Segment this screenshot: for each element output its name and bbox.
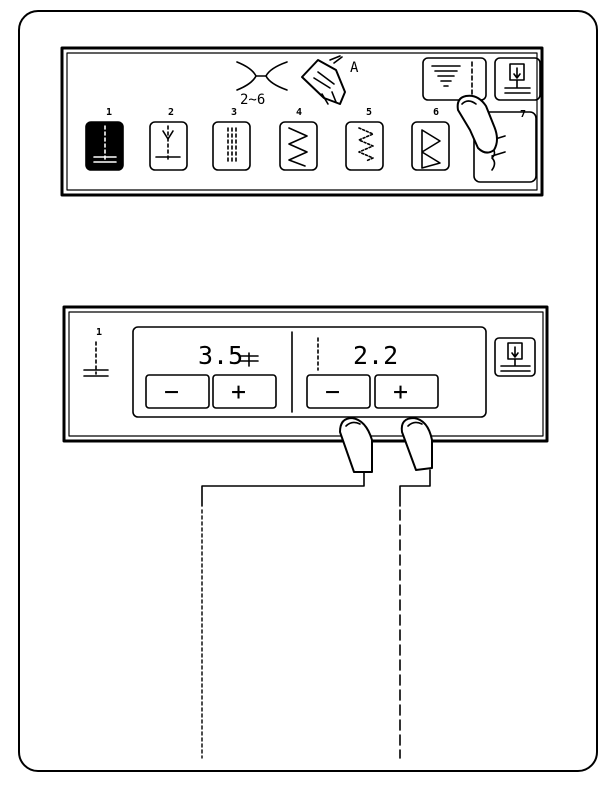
stitch-length-width-key[interactable] — [423, 58, 486, 100]
stitch-number-3: 3 — [231, 107, 237, 118]
length-minus-label: − — [325, 377, 340, 406]
pointing-finger-minus — [340, 418, 372, 472]
thread-tension-icon — [237, 62, 287, 90]
stitch-number-4: 4 — [296, 107, 302, 118]
length-plus-button[interactable]: + — [375, 375, 438, 408]
width-minus-button[interactable]: − — [146, 375, 209, 408]
adjustment-frame — [133, 327, 486, 417]
lock-stitch-icon — [156, 126, 180, 160]
needle-up-down-key[interactable] — [495, 58, 540, 100]
width-plus-label: + — [231, 377, 246, 406]
needle-up-down-key-bottom[interactable] — [495, 338, 535, 376]
zigzag-stitch-icon — [289, 128, 307, 166]
stitch-number-6: 6 — [433, 107, 439, 118]
stitch-button-5[interactable]: 5 — [346, 107, 383, 170]
selected-stitch-number: 1 — [96, 327, 102, 338]
width-plus-button[interactable]: + — [213, 375, 276, 408]
pointing-finger-plus — [402, 418, 432, 470]
leader-line-shorter-stitch — [202, 472, 364, 506]
selected-straight-stitch-icon — [84, 342, 108, 376]
stitch-number-1: 1 — [106, 107, 112, 118]
stitch-number-5: 5 — [366, 107, 372, 118]
needle-up-down-key-icon — [505, 64, 530, 93]
stitch-button-1[interactable]: 1 — [86, 107, 123, 170]
width-minus-label: − — [164, 377, 179, 406]
triple-zigzag-stitch-icon — [422, 130, 440, 168]
presser-foot-icon — [302, 56, 345, 104]
stitch-button-2[interactable]: 2 — [150, 107, 187, 170]
stitch-length-width-key-icon — [432, 62, 472, 98]
stitch-button-6[interactable]: 6 — [412, 107, 449, 170]
stitch-width-value: 3.5 — [198, 341, 243, 370]
stitch-number-2: 2 — [168, 107, 174, 118]
stitch-button-3[interactable]: 3 — [213, 107, 250, 170]
stitch-button-4[interactable]: 4 — [280, 107, 317, 170]
multi-zigzag-stitch-icon — [359, 128, 373, 161]
triple-straight-stitch-icon — [228, 128, 236, 164]
pointing-finger-top — [458, 96, 497, 153]
stitch-number-7: 7 — [520, 109, 526, 120]
stitch-length-value: 2.2 — [353, 341, 398, 370]
needle-up-down-icon — [501, 343, 530, 371]
leader-line-longer-stitch — [400, 470, 430, 506]
thread-tension-range: 2~6 — [240, 92, 265, 108]
length-minus-button[interactable]: − — [307, 375, 370, 408]
presser-foot-letter: A — [350, 60, 359, 76]
length-plus-label: + — [393, 377, 408, 406]
